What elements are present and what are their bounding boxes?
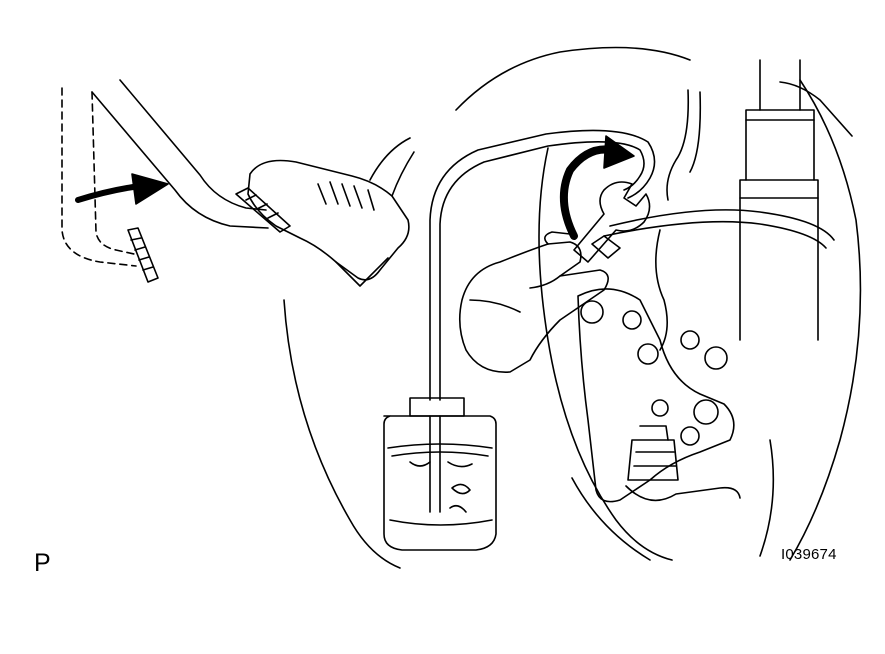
brake-hoses (603, 89, 835, 351)
pedal-pad-released (127, 227, 159, 283)
hand-holding-wrench (458, 231, 609, 373)
figure-id: I039674 (781, 546, 837, 563)
pedal-press-arrow-icon (75, 173, 169, 205)
strut-shock-absorber (739, 59, 853, 341)
bleeder-container (383, 397, 497, 551)
view-label: P (34, 549, 51, 577)
foot-shoe (247, 137, 415, 287)
pedal-pad-pressed (235, 187, 291, 233)
brake-caliper (577, 288, 741, 503)
brake-pedal-arm (91, 79, 269, 229)
wheel-outline (283, 46, 862, 569)
wrench (573, 181, 651, 263)
loosen-rotation-arrow-icon (559, 135, 635, 240)
vinyl-tube (429, 129, 656, 401)
pedal-released-outline (61, 87, 137, 267)
